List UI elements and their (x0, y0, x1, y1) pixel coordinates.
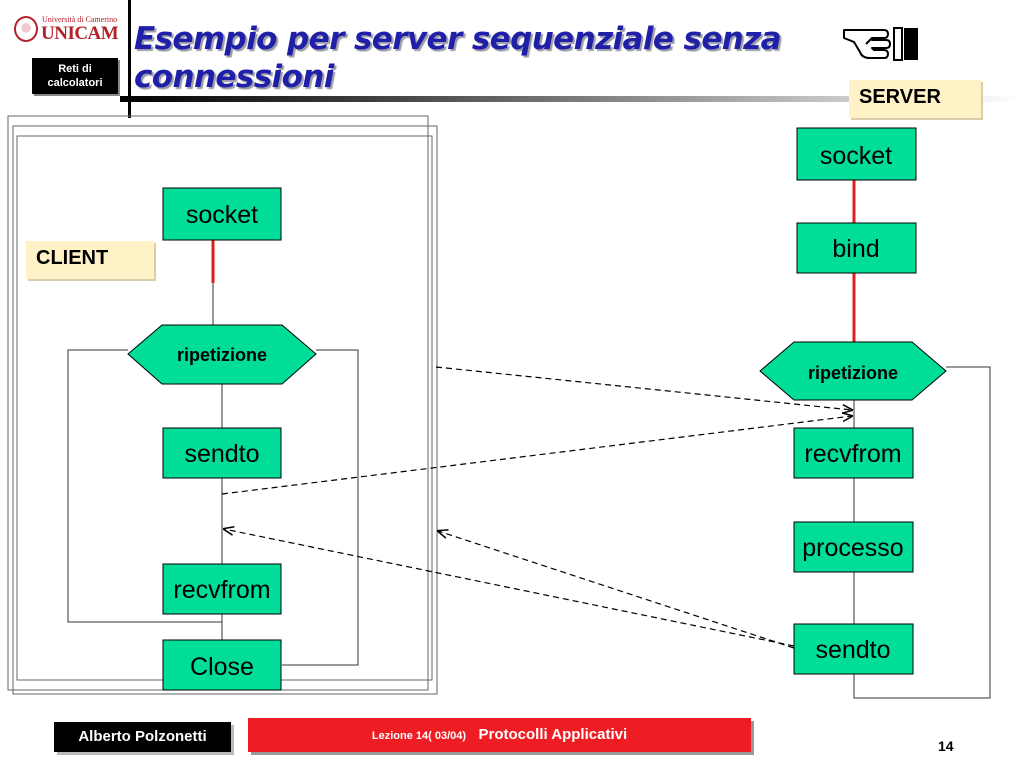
client-recvfrom-step: recvfrom (162, 563, 282, 615)
header-vertical-rule (128, 0, 131, 118)
server-processo-label: processo (802, 534, 903, 562)
server-sendto-step: sendto (793, 623, 914, 675)
message-arrows (221, 366, 852, 649)
client-ripetizione-label: ripetizione (177, 345, 267, 365)
client-ripetizione-step: ripetizione (127, 324, 317, 385)
server-sendto-label: sendto (815, 636, 890, 664)
course-badge-line1: Reti di (58, 63, 92, 75)
slide-title-line1: Esempio per server sequenziale senza (134, 21, 782, 57)
slide-title-line2: connessioni (134, 59, 334, 95)
client-socket-label: socket (186, 201, 258, 229)
logo-brand: UNICAM (41, 23, 119, 44)
client-connectors (67, 283, 359, 666)
slide-title: Esempio per server sequenziale senza con… (134, 20, 834, 96)
server-label: SERVER (849, 80, 981, 118)
client-label: CLIENT (26, 241, 154, 279)
client-sendto-label: sendto (184, 440, 259, 468)
server-socket-label: socket (820, 142, 892, 170)
course-badge-line2: calcolatori (47, 77, 103, 89)
footer-author: Alberto Polzonetti (54, 722, 231, 752)
logo-university-name: Università di Camerino (42, 15, 118, 24)
page-number: 14 (938, 738, 954, 754)
arrow-client-sendto-to-server (221, 416, 852, 495)
server-bind-label: bind (832, 235, 879, 263)
university-crest-icon (14, 16, 38, 42)
header-horizontal-rule (120, 96, 1020, 102)
footer-lesson: Lezione 14( 03/04) (371, 730, 467, 742)
pointing-hand-icon (843, 27, 918, 61)
course-badge: Reti di calcolatori (32, 58, 118, 94)
server-ripetizione-step: ripetizione (759, 341, 947, 401)
arrow-server-sendto-to-client (224, 529, 795, 647)
client-socket-step: socket (162, 187, 282, 241)
server-ripetizione-label: ripetizione (808, 363, 898, 383)
server-processo-step: processo (793, 521, 914, 573)
client-sendto-step: sendto (162, 427, 282, 479)
university-logo: Università di Camerino UNICAM (14, 14, 122, 44)
client-recvfrom-label: recvfrom (173, 576, 270, 604)
arrow-server-sendto-to-frame (438, 531, 795, 649)
server-connectors (853, 366, 991, 699)
server-recvfrom-label: recvfrom (804, 440, 901, 468)
server-recvfrom-step: recvfrom (793, 427, 914, 479)
server-bind-step: bind (796, 222, 917, 274)
footer-topic: Protocolli Applicativi (478, 726, 628, 743)
server-socket-step: socket (796, 127, 917, 181)
client-close-step: Close (162, 639, 282, 691)
client-close-label: Close (190, 653, 254, 681)
footer-bar: Lezione 14( 03/04) Protocolli Applicativ… (248, 718, 751, 752)
